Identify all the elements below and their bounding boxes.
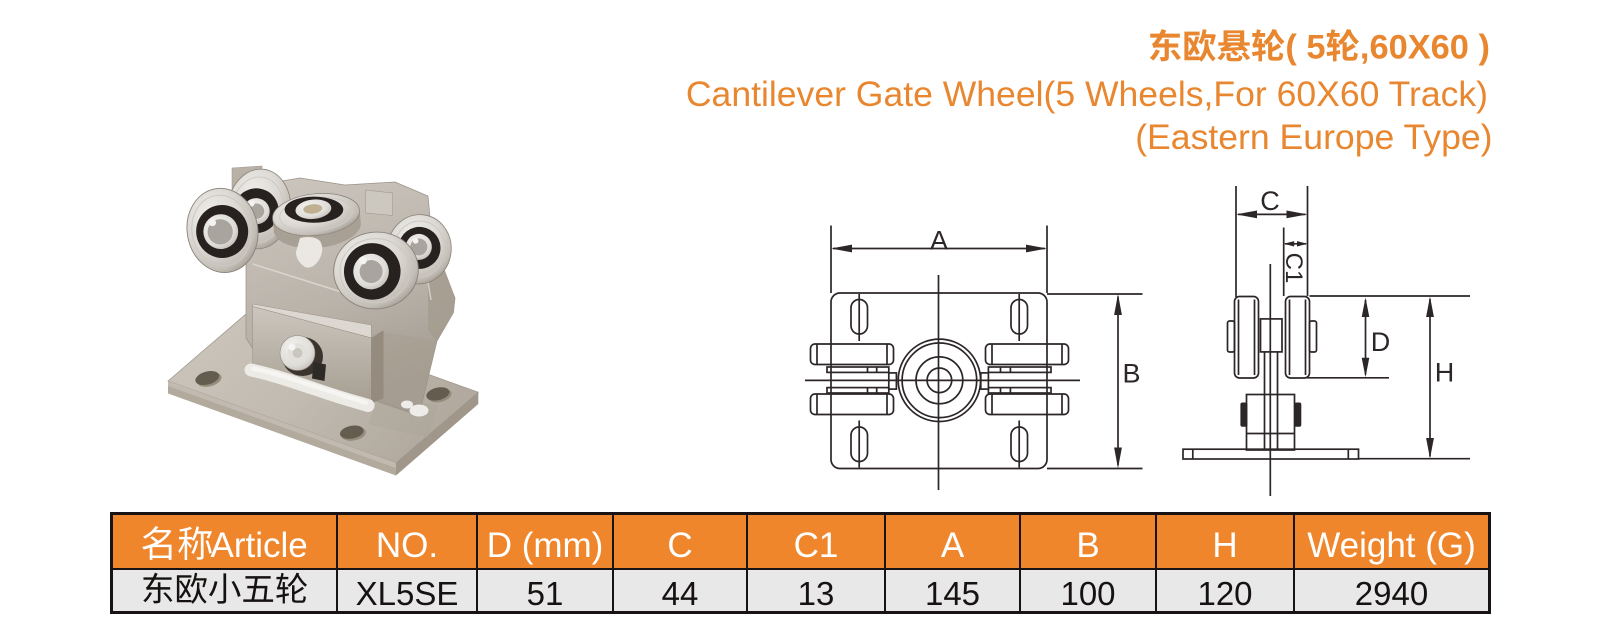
svg-text:( 5: ( 5	[1285, 29, 1325, 67]
svg-text:B: B	[1122, 359, 1140, 389]
svg-text:C: C	[1260, 186, 1280, 216]
svg-text:A: A	[930, 226, 948, 256]
svg-text:C1: C1	[1280, 253, 1307, 284]
svg-text:,60X60 ): ,60X60 )	[1360, 29, 1490, 67]
svg-text:D: D	[1371, 327, 1391, 357]
svg-text:H: H	[1435, 358, 1455, 388]
